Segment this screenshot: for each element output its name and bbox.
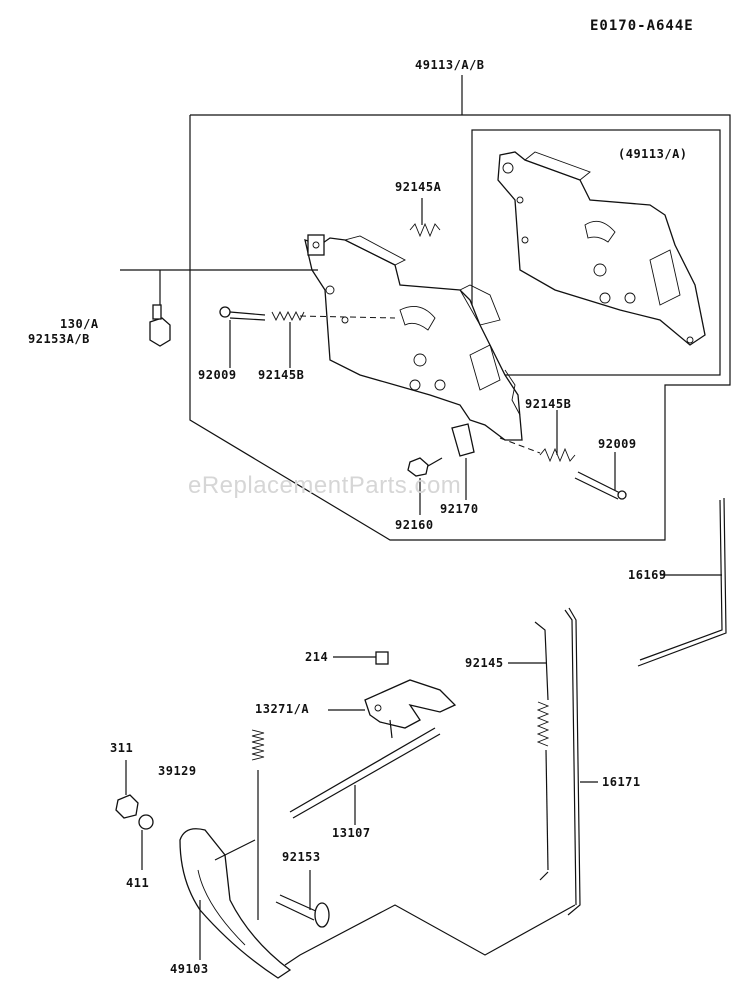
inset-bracket bbox=[497, 151, 706, 346]
label-92009-left: 92009 bbox=[198, 368, 237, 382]
label-311: 311 bbox=[110, 741, 134, 755]
inset-box bbox=[471, 129, 721, 376]
hardware bbox=[149, 198, 627, 500]
lower-rods bbox=[284, 607, 598, 966]
label-92145b-left: 92145B bbox=[258, 368, 305, 382]
assembly-enclosure bbox=[189, 114, 731, 541]
label-92170: 92170 bbox=[440, 502, 479, 516]
label-92160: 92160 bbox=[395, 518, 434, 532]
link-rod-16169 bbox=[637, 497, 727, 667]
label-13271-a: 13271/A bbox=[255, 702, 310, 716]
label-214: 214 bbox=[305, 650, 329, 664]
label-49103: 49103 bbox=[170, 962, 209, 976]
lower-mechanism bbox=[115, 651, 457, 979]
watermark: eReplacementParts.com bbox=[188, 472, 462, 499]
control-bracket bbox=[304, 234, 523, 441]
leaders-upper bbox=[120, 269, 616, 515]
label-39129: 39129 bbox=[158, 764, 197, 778]
inset-label: (49113/A) bbox=[618, 147, 688, 161]
diagram-reference: E0170-A644E bbox=[590, 18, 694, 34]
label-92009-right: 92009 bbox=[598, 437, 637, 451]
label-92145b-right: 92145B bbox=[525, 397, 572, 411]
label-49113-a-b: 49113/A/B bbox=[415, 58, 485, 72]
label-16171: 16171 bbox=[602, 775, 641, 789]
label-411: 411 bbox=[126, 876, 150, 890]
label-92153: 92153 bbox=[282, 850, 321, 864]
label-92145: 92145 bbox=[465, 656, 504, 670]
label-13107: 13107 bbox=[332, 826, 371, 840]
label-16169: 16169 bbox=[628, 568, 667, 582]
label-92153a-b: 92153A/B bbox=[28, 332, 90, 346]
label-92145a: 92145A bbox=[395, 180, 442, 194]
label-130-a: 130/A bbox=[60, 317, 99, 331]
